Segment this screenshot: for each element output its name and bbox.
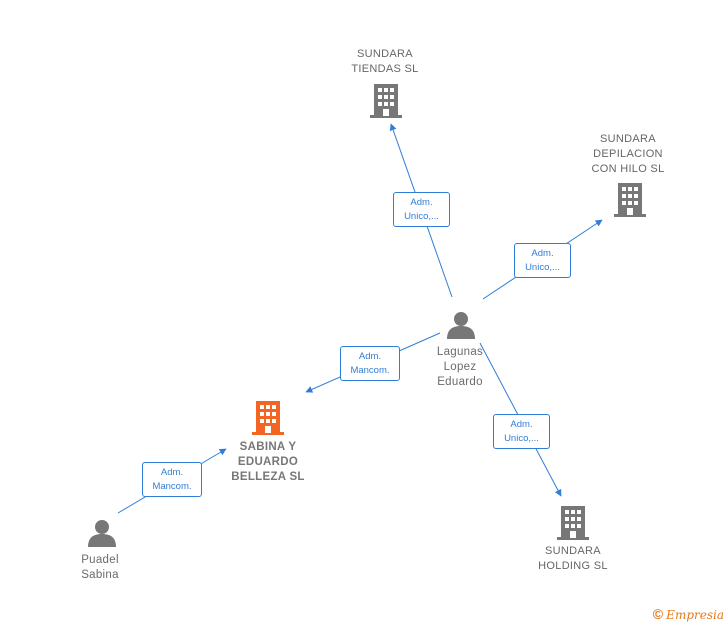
copyright-icon: © — [652, 606, 664, 622]
company-label-sabina-belleza[interactable]: SABINA Y EDUARDO BELLEZA SL — [231, 441, 305, 483]
person-label-lagunas[interactable]: Lagunas Lopez Eduardo — [436, 346, 484, 388]
building-icon[interactable] — [614, 183, 646, 217]
building-icon-focus[interactable] — [252, 401, 284, 435]
edge-label-to-depilacion[interactable]: Adm. Unico,... — [514, 243, 571, 278]
person-icon[interactable] — [446, 311, 476, 339]
brand-name: mpresia — [674, 608, 724, 622]
brand-initial: E — [666, 608, 675, 622]
edge-label-lagunas-to-belleza[interactable]: Adm. Mancom. — [340, 346, 400, 381]
edge-label-puadel-to-belleza[interactable]: Adm. Mancom. — [142, 462, 202, 497]
building-icon[interactable] — [557, 506, 589, 540]
person-label-puadel[interactable]: Puadel Sabina — [81, 554, 119, 581]
edge-label-to-tiendas[interactable]: Adm. Unico,... — [393, 192, 450, 227]
edge-label-to-holding[interactable]: Adm. Unico,... — [493, 414, 550, 449]
company-label-tiendas[interactable]: SUNDARA TIENDAS SL — [351, 48, 419, 75]
building-icon[interactable] — [370, 84, 402, 118]
person-icon[interactable] — [87, 519, 117, 547]
company-label-holding[interactable]: SUNDARA HOLDING SL — [538, 545, 608, 572]
company-label-depilacion[interactable]: SUNDARA DEPILACION CON HILO SL — [591, 133, 665, 175]
brand-watermark: © Empresia — [653, 606, 724, 622]
